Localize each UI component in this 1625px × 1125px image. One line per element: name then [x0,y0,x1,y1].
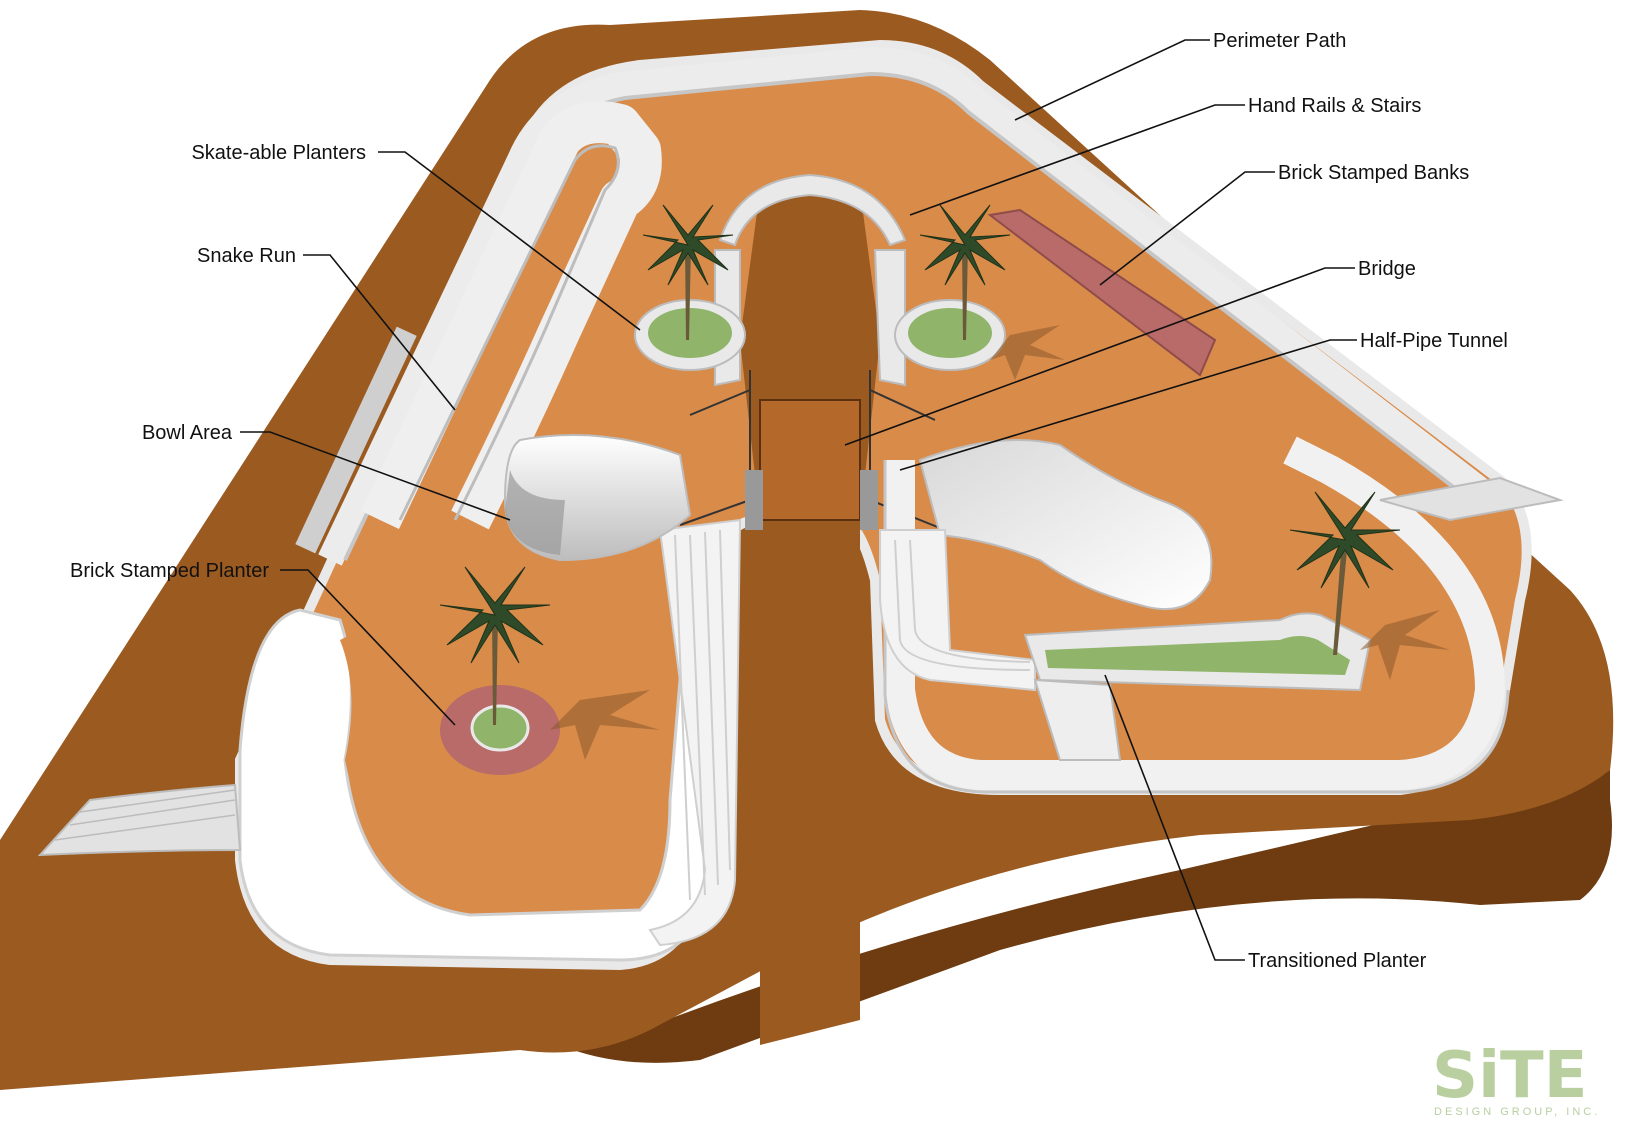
snake-run-wall [295,326,417,554]
palm-shadow-3 [1360,610,1450,680]
left-loop-outer [238,558,722,962]
right-top-steps [1379,476,1564,522]
stair-line-r1 [894,539,1031,671]
callout-leaders [240,39,1357,961]
bridge-deck [759,399,861,521]
snake-run-channel [361,101,662,530]
stair-line-4 [719,529,731,871]
palm-tree-3 [439,566,551,725]
stair-line-3 [704,531,719,886]
stair-line-2 [689,534,706,896]
label-perimeter-path: Perimeter Path [1213,30,1346,52]
central-bridge [679,180,946,1045]
label-hand-rails-stairs: Hand Rails & Stairs [1248,95,1421,117]
label-bridge: Bridge [1358,258,1416,280]
palm-trunk [685,245,691,340]
palm-shadow-1 [550,690,660,760]
steps-lines [54,789,236,841]
palm-shadows [550,325,1450,760]
label-skateable-planters: Skate-able Planters [191,142,366,164]
palm-trunk [1333,540,1348,655]
leader-skateable-planters [378,151,641,331]
planter-round-right [894,299,1006,371]
planter-ramp [1033,678,1122,761]
label-bowl-area: Bowl Area [142,422,233,444]
right-track-edge [883,460,1510,794]
site-design-group-logo: SiTE DESIGN GROUP, INC. [1432,1039,1600,1118]
skateable-planters [634,299,1006,371]
palm-fronds [439,566,551,664]
perimeter-path-outer [318,47,1488,566]
palm-tree-4 [1289,491,1401,655]
planter-grass-left [648,308,732,358]
snake-run [295,101,662,554]
leader-brick-stamped-banks [1099,171,1275,286]
handrail-left [679,389,751,526]
palm-trunk [492,615,498,725]
brick-planter-grass [470,704,530,752]
left-stairs [648,518,742,947]
walkway [740,180,880,1045]
palm-fronds [642,204,734,286]
palm-shadow-2 [990,325,1065,380]
leader-hand-rails-stairs [909,104,1245,216]
planter-grass-right [908,308,992,358]
stair-line-r2 [909,539,1031,663]
steps-block [37,783,242,857]
label-transitioned-planter: Transitioned Planter [1248,950,1427,972]
arch-ring [718,173,907,247]
planter-round-left [634,299,746,371]
top-stairs-right [873,249,906,387]
logo-tagline: DESIGN GROUP, INC. [1434,1106,1600,1118]
palm-trees [439,204,1450,760]
callout-labels: Perimeter Path Hand Rails & Stairs Brick… [70,30,1508,972]
leader-snake-run [303,254,456,411]
label-half-pipe-tunnel: Half-Pipe Tunnel [1360,330,1508,352]
bowl-left-shadow [505,470,565,555]
steps-right-block [1379,476,1564,522]
label-brick-stamped-planter: Brick Stamped Planter [70,560,269,582]
right-bowl [918,439,1213,611]
left-bottom-steps [37,783,242,857]
brick-stamped-bank [987,208,1217,377]
leader-perimeter-path [1014,39,1210,121]
planter-grass [1045,636,1350,675]
stair-line-1 [674,534,691,901]
right-track [883,436,1510,794]
brick-stamped-planter [440,685,560,775]
leader-half-pipe-tunnel [899,339,1357,471]
leader-bowl-area [240,431,511,521]
palm-trunk [962,245,968,340]
leader-brick-stamped-planter [280,569,456,726]
bridge-pillar-left [745,470,763,530]
stair-block-left [648,518,742,947]
snake-run-edge [398,144,620,521]
bowl-area [503,434,692,562]
palm-fronds [919,204,1011,286]
palm-tree-1 [642,204,734,340]
bowl-right [918,439,1213,611]
bridge-pillar-right [860,470,878,530]
right-track-concrete [885,436,1505,790]
leader-bridge [844,267,1355,446]
label-brick-stamped-banks: Brick Stamped Banks [1278,162,1469,184]
palm-fronds [1289,491,1401,589]
logo-wordmark: SiTE [1432,1039,1587,1113]
leader-transitioned-planter [1104,674,1245,961]
label-snake-run: Snake Run [197,245,296,267]
palm-tree-2 [919,204,1011,340]
transitioned-planter [1023,612,1372,761]
